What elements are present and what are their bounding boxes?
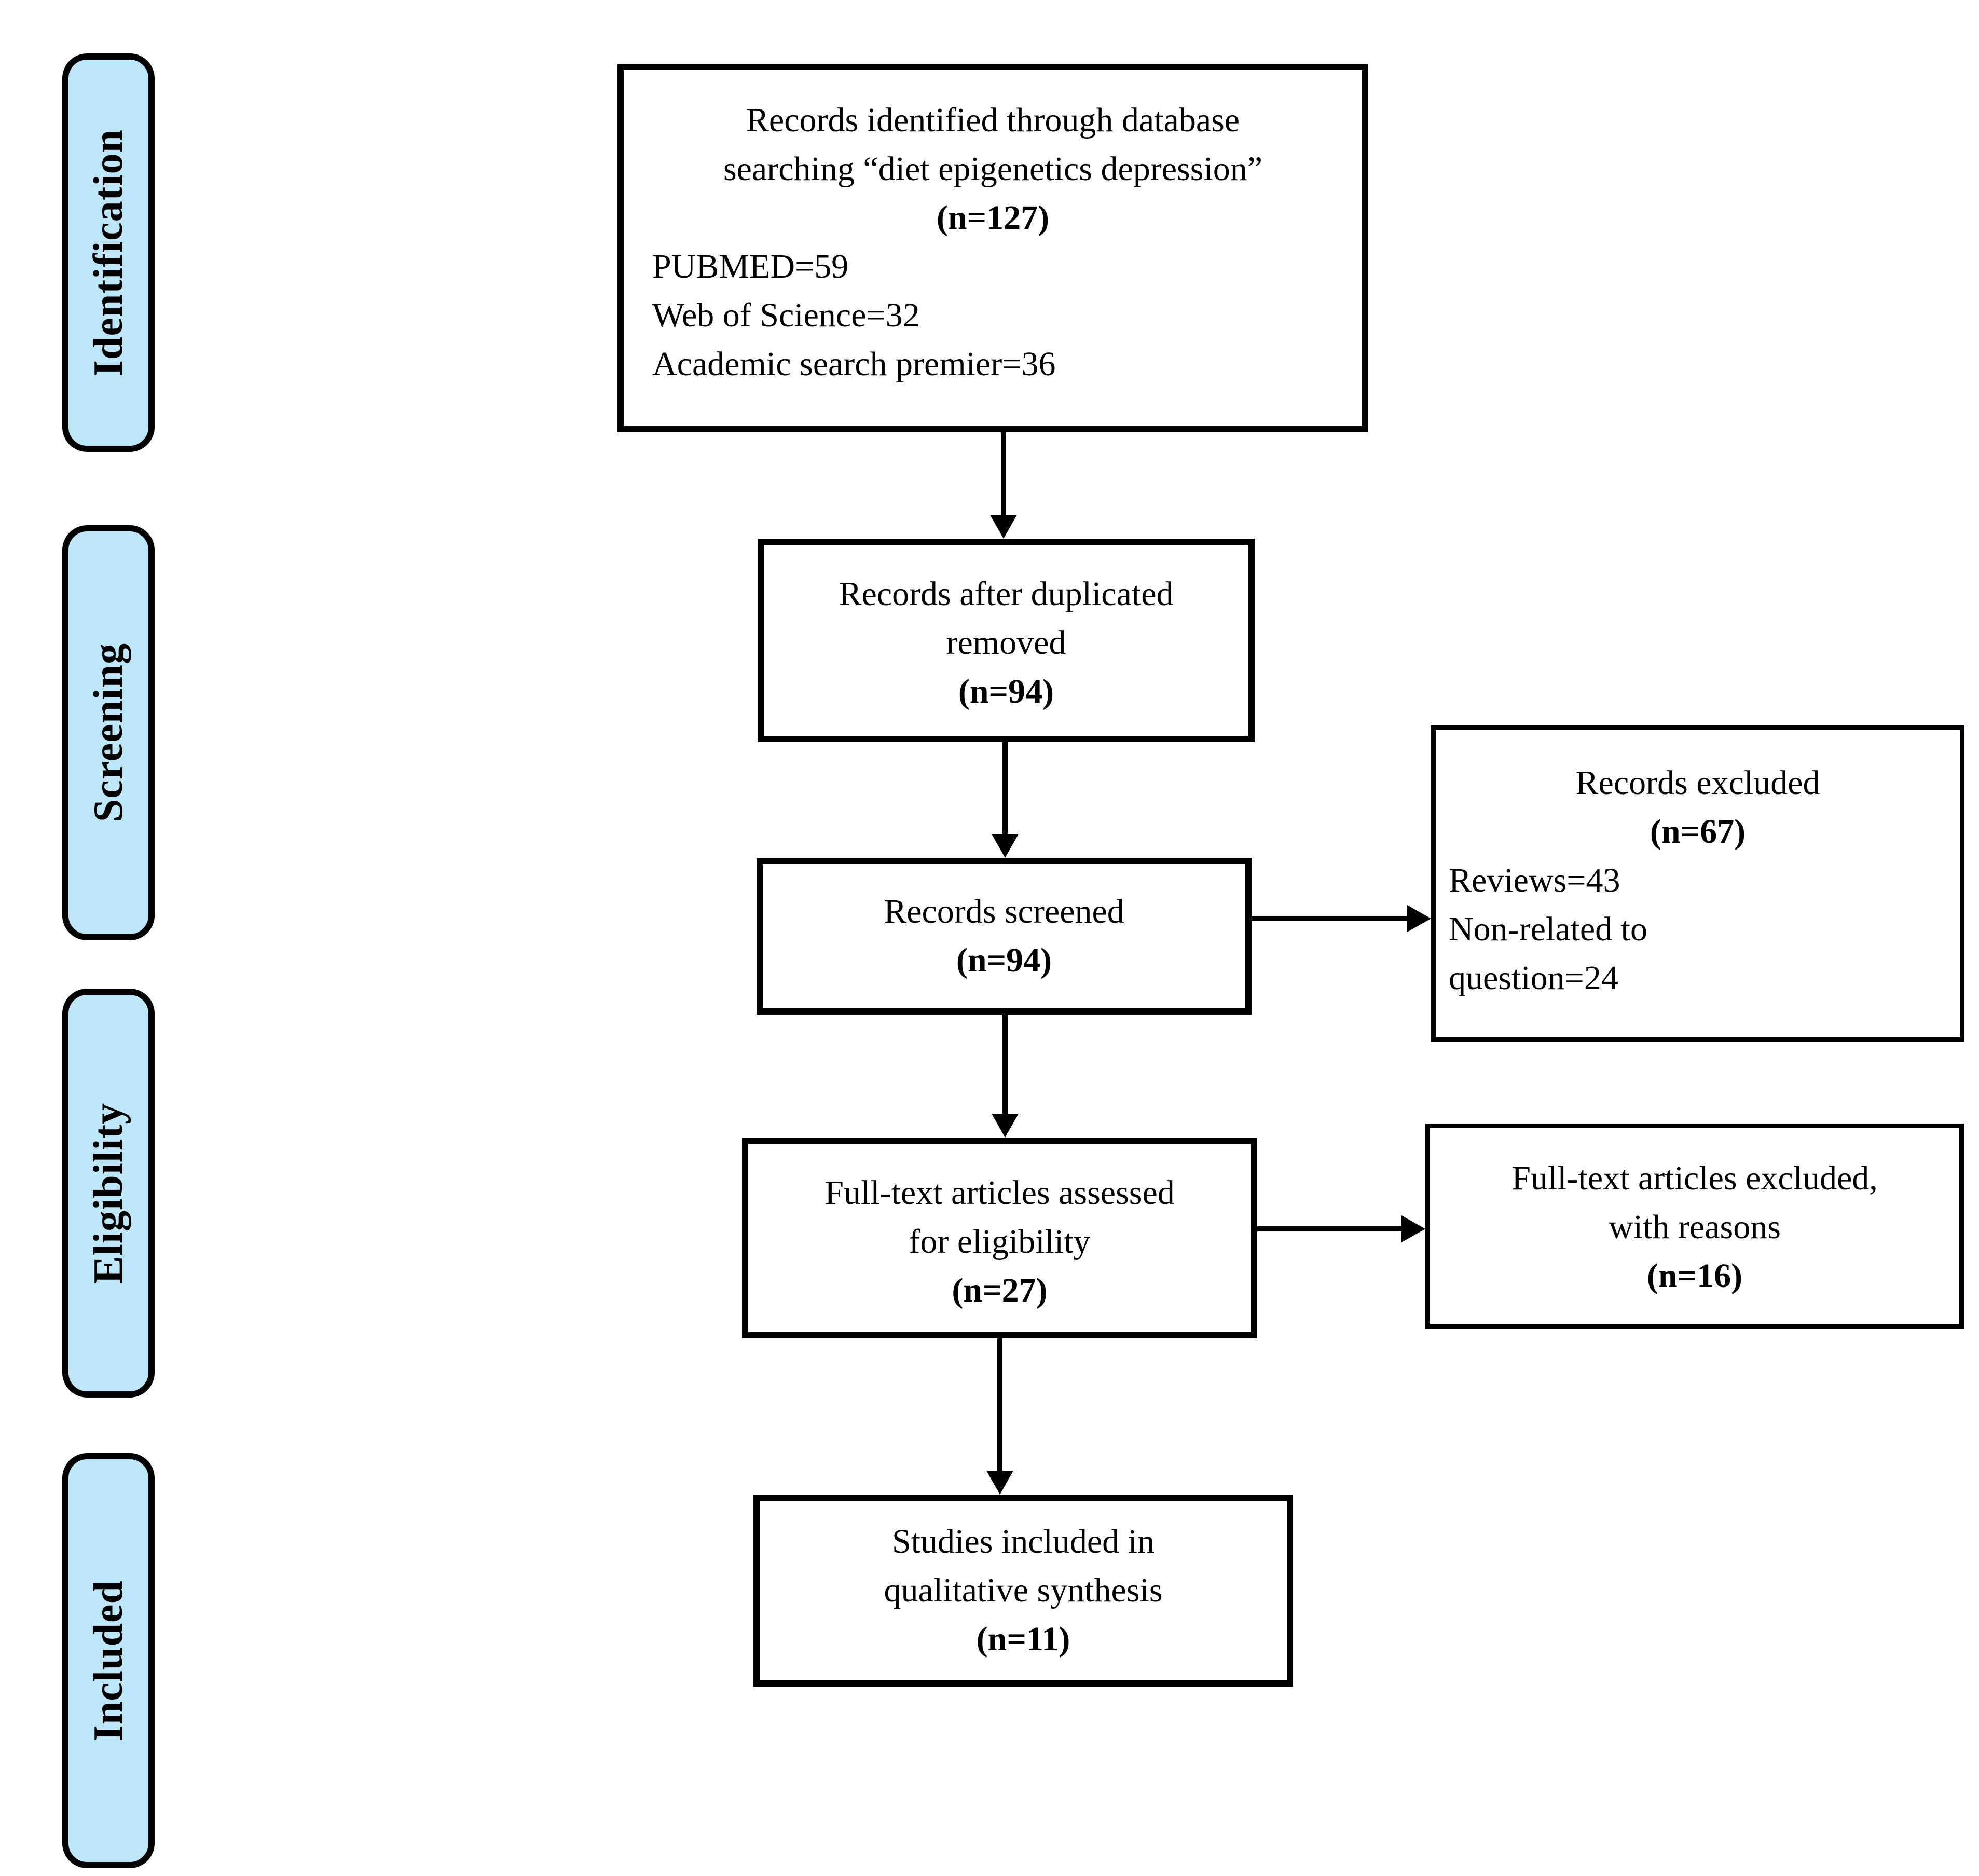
box-text-line: Full-text articles assessed [824, 1174, 1175, 1212]
arrow-head-deduplicated-to-screened [992, 834, 1019, 858]
arrow-head-fulltext-to-excluded [1401, 1215, 1425, 1242]
box-source-line: Academic search premier=36 [652, 345, 1056, 383]
box-reason-line: Reviews=43 [1449, 861, 1620, 899]
box-count: (n=67) [1650, 813, 1746, 851]
box-text-line: Studies included in [892, 1523, 1155, 1560]
stage-label-text: Eligibility [85, 1102, 131, 1284]
arrow-line-deduplicated-to-screened [1002, 742, 1008, 836]
box-text-line: Records after duplicated [839, 575, 1174, 613]
box-text-line: for eligibility [909, 1223, 1091, 1261]
box-fulltext-assessed: Full-text articles assessed for eligibil… [742, 1138, 1257, 1338]
box-text-line: Full-text articles excluded, [1511, 1159, 1878, 1197]
box-text-line: Records screened [884, 893, 1124, 930]
box-count: (n=16) [1646, 1257, 1743, 1295]
box-count: (n=11) [976, 1620, 1070, 1658]
arrow-line-fulltext-to-excluded [1257, 1226, 1403, 1231]
stage-label-screening: Screening [62, 525, 155, 940]
stage-label-text: Included [85, 1580, 131, 1742]
arrow-head-fulltext-to-included [986, 1471, 1013, 1495]
box-source-line: PUBMED=59 [652, 248, 849, 285]
box-studies-included: Studies included in qualitative synthesi… [753, 1495, 1293, 1687]
arrow-head-screened-to-excluded [1407, 905, 1431, 932]
box-text-line: with reasons [1609, 1208, 1781, 1246]
box-fulltext-excluded: Full-text articles excluded, with reason… [1425, 1124, 1964, 1329]
box-text-line: Records identified through database [746, 101, 1240, 139]
box-count: (n=127) [936, 199, 1050, 237]
box-text-line: removed [946, 624, 1066, 662]
box-records-deduplicated: Records after duplicated removed (n=94) [758, 539, 1255, 742]
box-records-screened: Records screened (n=94) [757, 858, 1252, 1015]
box-count: (n=27) [952, 1271, 1048, 1309]
box-text-line: Records excluded [1575, 764, 1820, 802]
arrow-line-screened-to-excluded [1252, 916, 1408, 921]
box-text-line: searching “diet epigenetics depression” [723, 150, 1263, 188]
box-source-line: Web of Science=32 [652, 296, 920, 334]
box-records-excluded: Records excluded (n=67) Reviews=43 Non-r… [1431, 725, 1964, 1042]
stage-label-included: Included [62, 1453, 155, 1868]
arrow-line-fulltext-to-included [997, 1338, 1002, 1474]
stage-label-identification: Identification [62, 53, 155, 452]
stage-label-eligibility: Eligibility [62, 989, 155, 1398]
box-reason-line: question=24 [1449, 959, 1618, 997]
box-text-line: qualitative synthesis [884, 1571, 1163, 1609]
box-reason-line: Non-related to [1449, 910, 1648, 948]
arrow-head-identified-to-deduplicated [990, 515, 1017, 539]
arrow-head-screened-to-fulltext [992, 1114, 1019, 1138]
arrow-line-screened-to-fulltext [1002, 1015, 1008, 1116]
stage-label-text: Identification [85, 129, 131, 377]
stage-label-text: Screening [85, 643, 131, 823]
box-count: (n=94) [958, 673, 1054, 710]
box-records-identified: Records identified through database sear… [617, 64, 1368, 432]
arrow-line-identified-to-deduplicated [1001, 432, 1006, 518]
box-count: (n=94) [956, 941, 1052, 979]
